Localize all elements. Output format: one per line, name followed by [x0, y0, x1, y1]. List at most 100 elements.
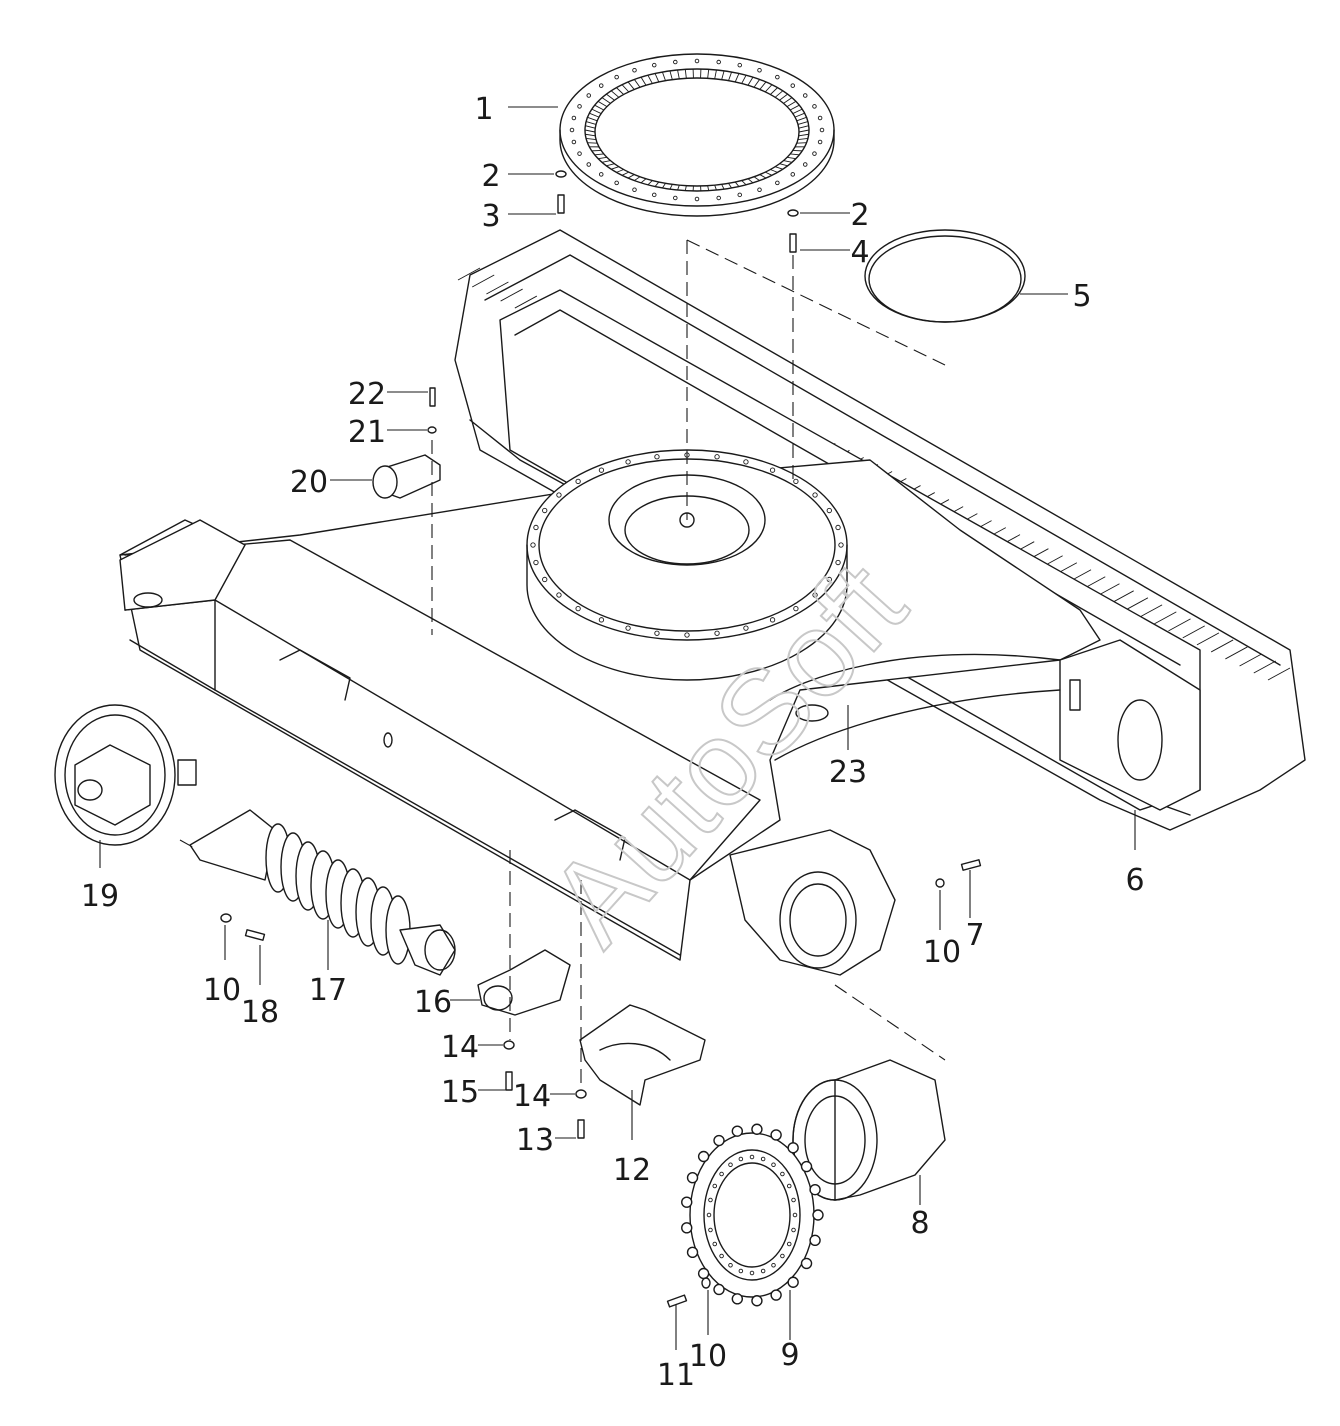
part-9-sprocket	[681, 1123, 824, 1307]
ring-hole	[571, 139, 577, 145]
bolt-hole	[714, 630, 720, 636]
sprocket-hole	[712, 1241, 718, 1247]
callout-8: 8	[910, 1206, 929, 1241]
sprocket-tooth	[787, 1276, 799, 1288]
gear-tooth	[734, 73, 740, 83]
bolt-hole	[542, 507, 548, 514]
sprocket-tooth	[812, 1209, 824, 1221]
ring-hole	[694, 196, 700, 202]
sprocket-hole	[712, 1183, 718, 1189]
ring-hole	[673, 59, 678, 65]
gear-tooth	[677, 69, 680, 79]
callout-12: 12	[613, 1153, 651, 1188]
callout-20: 20	[290, 465, 328, 500]
callout-2-right: 2	[850, 198, 869, 233]
gear-tooth	[779, 163, 788, 167]
gear-tooth	[786, 100, 797, 108]
gear-tooth	[789, 104, 800, 111]
track-shoe-line	[1253, 660, 1277, 674]
gear-tooth	[640, 178, 647, 184]
lower-frame	[119, 289, 1201, 976]
part-8-travel-motor	[792, 1059, 946, 1201]
ring-hole	[586, 162, 591, 167]
callout-3: 3	[481, 199, 500, 234]
gear-tooth	[616, 169, 624, 173]
sprocket-hole	[749, 1270, 755, 1276]
gear-tooth	[585, 125, 596, 129]
sprocket-tooth	[731, 1125, 744, 1137]
gear-tooth	[798, 133, 809, 137]
part-1-swing-ring	[559, 53, 835, 217]
sprocket-tooth	[681, 1222, 693, 1234]
bolt-hole	[598, 467, 605, 473]
callout-19: 19	[81, 879, 119, 914]
sprocket-tooth	[713, 1283, 725, 1296]
gear-tooth	[796, 116, 807, 122]
sprocket-tooth	[751, 1295, 763, 1307]
sprocket-hole	[791, 1227, 796, 1233]
gear-tooth	[677, 185, 680, 191]
bolt-hole	[743, 459, 749, 465]
sprocket-tooth	[770, 1129, 782, 1141]
callout-16: 16	[414, 985, 452, 1020]
ring-hole	[757, 67, 762, 73]
gear-tooth	[654, 181, 660, 187]
bolt-hole	[793, 605, 799, 612]
callout-1: 1	[474, 92, 493, 127]
gear-tooth	[770, 169, 778, 173]
sprocket-hole	[706, 1212, 712, 1218]
ring-hole	[673, 195, 678, 201]
gear-tooth	[741, 180, 747, 186]
bolt-hole	[654, 630, 660, 636]
callout-17: 17	[309, 973, 347, 1008]
bolt-hole	[838, 542, 844, 548]
sprocket-hole	[728, 1262, 733, 1268]
gear-tooth	[798, 129, 810, 133]
callout-6: 6	[1125, 863, 1144, 898]
gear-tooth	[647, 180, 653, 186]
bolt-hole	[533, 559, 539, 566]
callout-4: 4	[850, 235, 869, 270]
sprocket-tooth	[697, 1267, 710, 1280]
callout-14-right: 14	[513, 1079, 551, 1114]
gear-tooth	[662, 183, 666, 189]
sprocket-hole	[728, 1162, 733, 1168]
ring-hole	[817, 115, 823, 121]
callout-10-bottom: 10	[689, 1339, 727, 1374]
callout-9: 9	[780, 1338, 799, 1373]
gear-tooth	[792, 108, 803, 114]
callout-numbers: 1 2 2 3 4 5 6 7 8 9 10 10 10 11 12 13 14…	[81, 92, 1145, 1393]
ring-hole	[598, 172, 604, 177]
sprocket-tooth	[809, 1183, 821, 1196]
gear-tooth	[610, 90, 620, 98]
gear-tooth	[741, 74, 747, 84]
gear-tooth	[585, 133, 596, 137]
gear-tooth	[661, 71, 666, 81]
sprocket-tooth	[697, 1150, 710, 1163]
ring-hole	[803, 93, 808, 98]
track-shoe-line	[1210, 639, 1234, 653]
gear-tooth	[765, 171, 773, 176]
gear-tooth	[634, 79, 641, 88]
gear-tooth	[747, 76, 754, 86]
gear-tooth	[584, 129, 596, 133]
sprocket-tooth	[800, 1160, 813, 1173]
sprocket-hole	[780, 1253, 785, 1259]
bolt-hole	[575, 605, 581, 612]
bolt-hole	[812, 592, 818, 598]
callout-10-left: 10	[203, 973, 241, 1008]
ring-hole	[812, 151, 817, 156]
sprocket-hole	[771, 1162, 776, 1168]
callout-22: 22	[348, 377, 386, 412]
gear-tooth	[654, 73, 660, 83]
ring-hole	[598, 83, 604, 88]
small-hardware-bottom	[220, 859, 982, 1308]
bolt-hole	[542, 576, 548, 583]
ring-hole	[737, 62, 743, 68]
gear-tooth	[734, 181, 740, 187]
gear-tooth	[714, 69, 717, 79]
gear-tooth	[753, 176, 760, 181]
sprocket-hole	[792, 1212, 798, 1218]
sprocket-tooth	[800, 1257, 813, 1270]
callout-21: 21	[348, 415, 386, 450]
